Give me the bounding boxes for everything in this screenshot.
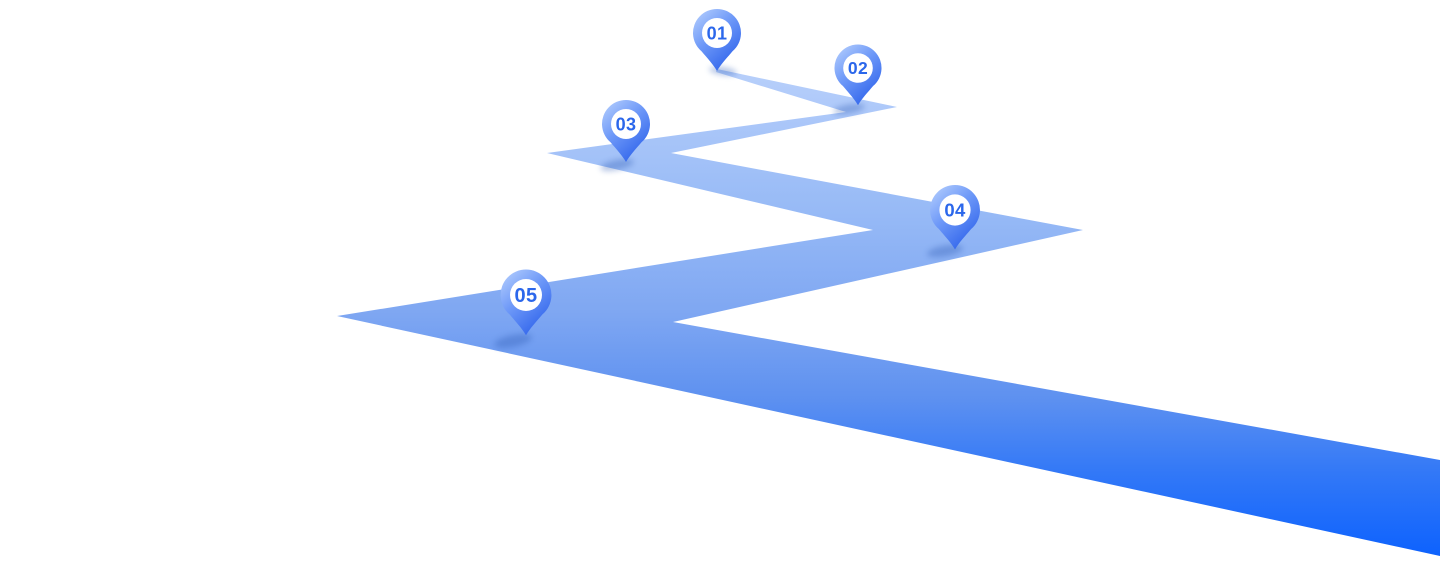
pin-inner-circle	[702, 18, 732, 48]
zigzag-road	[337, 69, 1440, 556]
milestone-pin-03[interactable]: 03	[602, 99, 650, 162]
pin-shadows	[494, 66, 963, 349]
pin-inner-circle	[611, 109, 641, 139]
pin-number-label: 04	[944, 200, 966, 221]
pin-inner-circle	[843, 53, 873, 83]
pin-inner-circle	[510, 279, 542, 311]
pin-number-label: 02	[848, 58, 868, 78]
milestone-pin-05[interactable]: 05	[500, 269, 552, 336]
pin-number-label: 03	[616, 114, 637, 134]
pin-number-label: 01	[707, 23, 728, 43]
pin-shadow	[600, 158, 634, 172]
milestone-pin-01[interactable]: 01	[693, 8, 741, 72]
pin-shadow	[833, 103, 865, 115]
pin-inner-circle	[939, 194, 971, 226]
milestone-pin-02[interactable]: 02	[834, 44, 882, 106]
pin-number-label: 05	[514, 285, 537, 307]
pin-shadow	[494, 333, 532, 349]
milestone-pin-04[interactable]: 04	[930, 185, 980, 250]
pin-shadow	[927, 244, 963, 258]
